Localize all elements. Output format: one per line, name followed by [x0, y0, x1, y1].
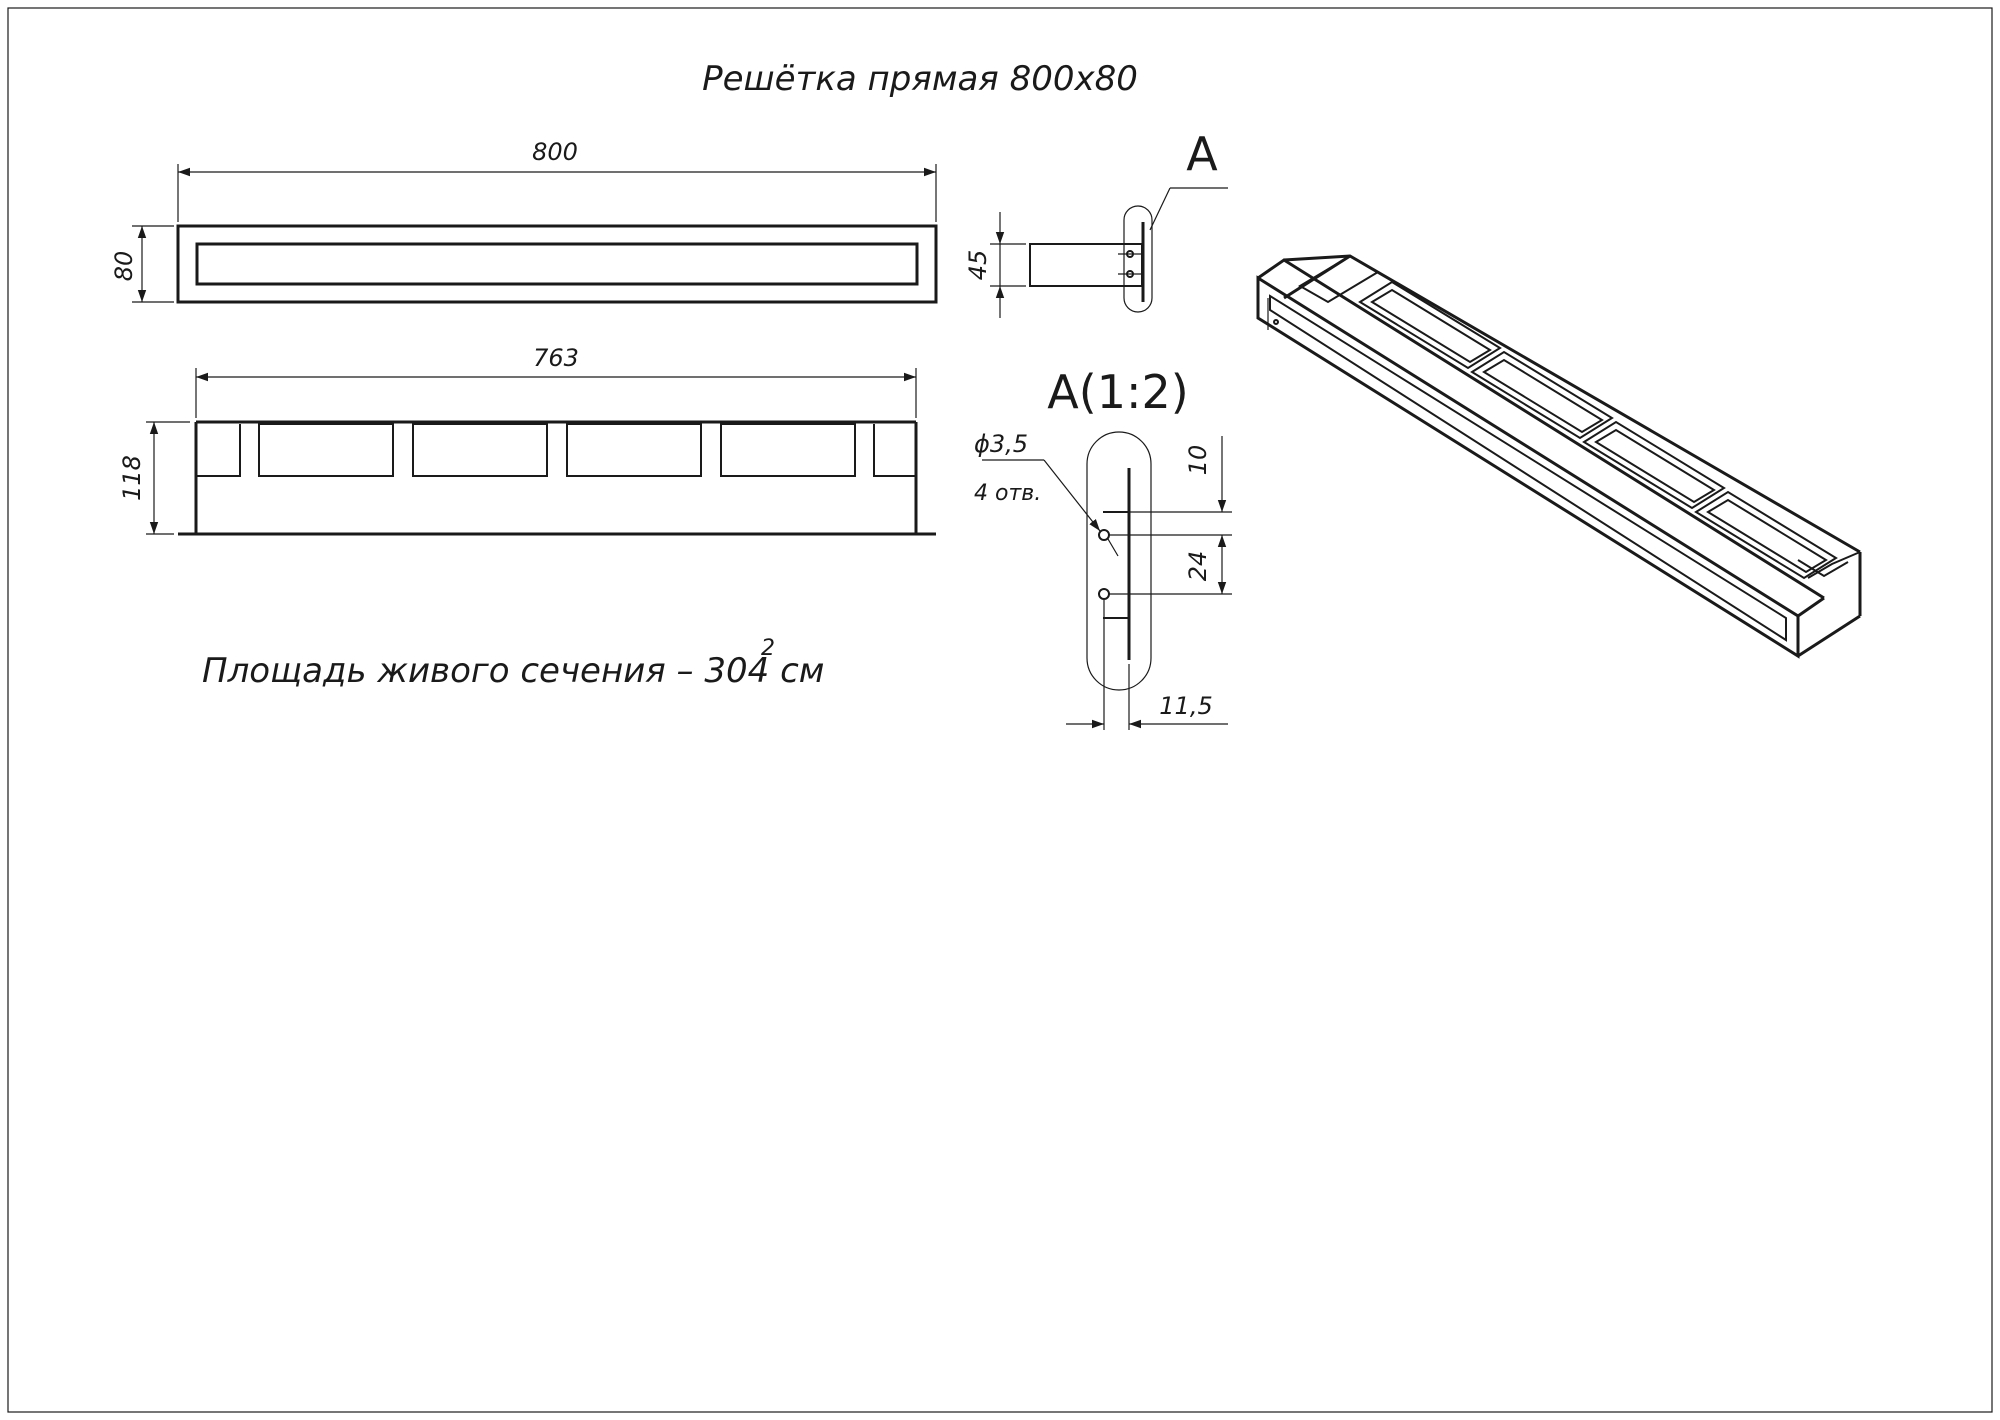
top-view-outer — [176, 224, 938, 304]
dim-24: 24 — [1184, 551, 1212, 582]
hole-lower — [1098, 588, 1110, 600]
dim-11-5: 11,5 — [1159, 692, 1212, 720]
drawing-title: Решётка прямая 800х80 — [702, 59, 1138, 99]
sheet-frame — [7, 7, 1993, 1413]
dim-45: 45 — [964, 250, 992, 281]
hole-diameter: ϕ3,5 — [974, 430, 1028, 458]
detail-a-outline — [1086, 431, 1152, 691]
detail-a-view: A(1:2) ϕ3,5 4 отв. 10 24 11,5 — [974, 365, 1232, 730]
dim-10: 10 — [1184, 445, 1212, 476]
dim-80: 80 — [110, 251, 138, 282]
hole-count: 4 отв. — [974, 481, 1041, 506]
free-area-superscript: 2 — [761, 636, 775, 661]
hole-upper — [1098, 529, 1110, 541]
top-view: 800 80 — [110, 138, 938, 304]
top-view-inner — [195, 242, 919, 286]
dim-118: 118 — [118, 455, 146, 501]
detail-a-callout — [1123, 205, 1153, 313]
dim-800: 800 — [532, 138, 578, 166]
side-view: 763 118 — [118, 344, 936, 536]
detail-a-label: A(1:2) — [1047, 365, 1188, 419]
dim-763: 763 — [533, 344, 579, 372]
section-view: A 45 — [964, 127, 1228, 318]
isometric-view — [1256, 254, 1862, 659]
free-area-note: Площадь живого сечения – 304 см — [202, 651, 824, 691]
view-a-label: A — [1186, 127, 1218, 181]
